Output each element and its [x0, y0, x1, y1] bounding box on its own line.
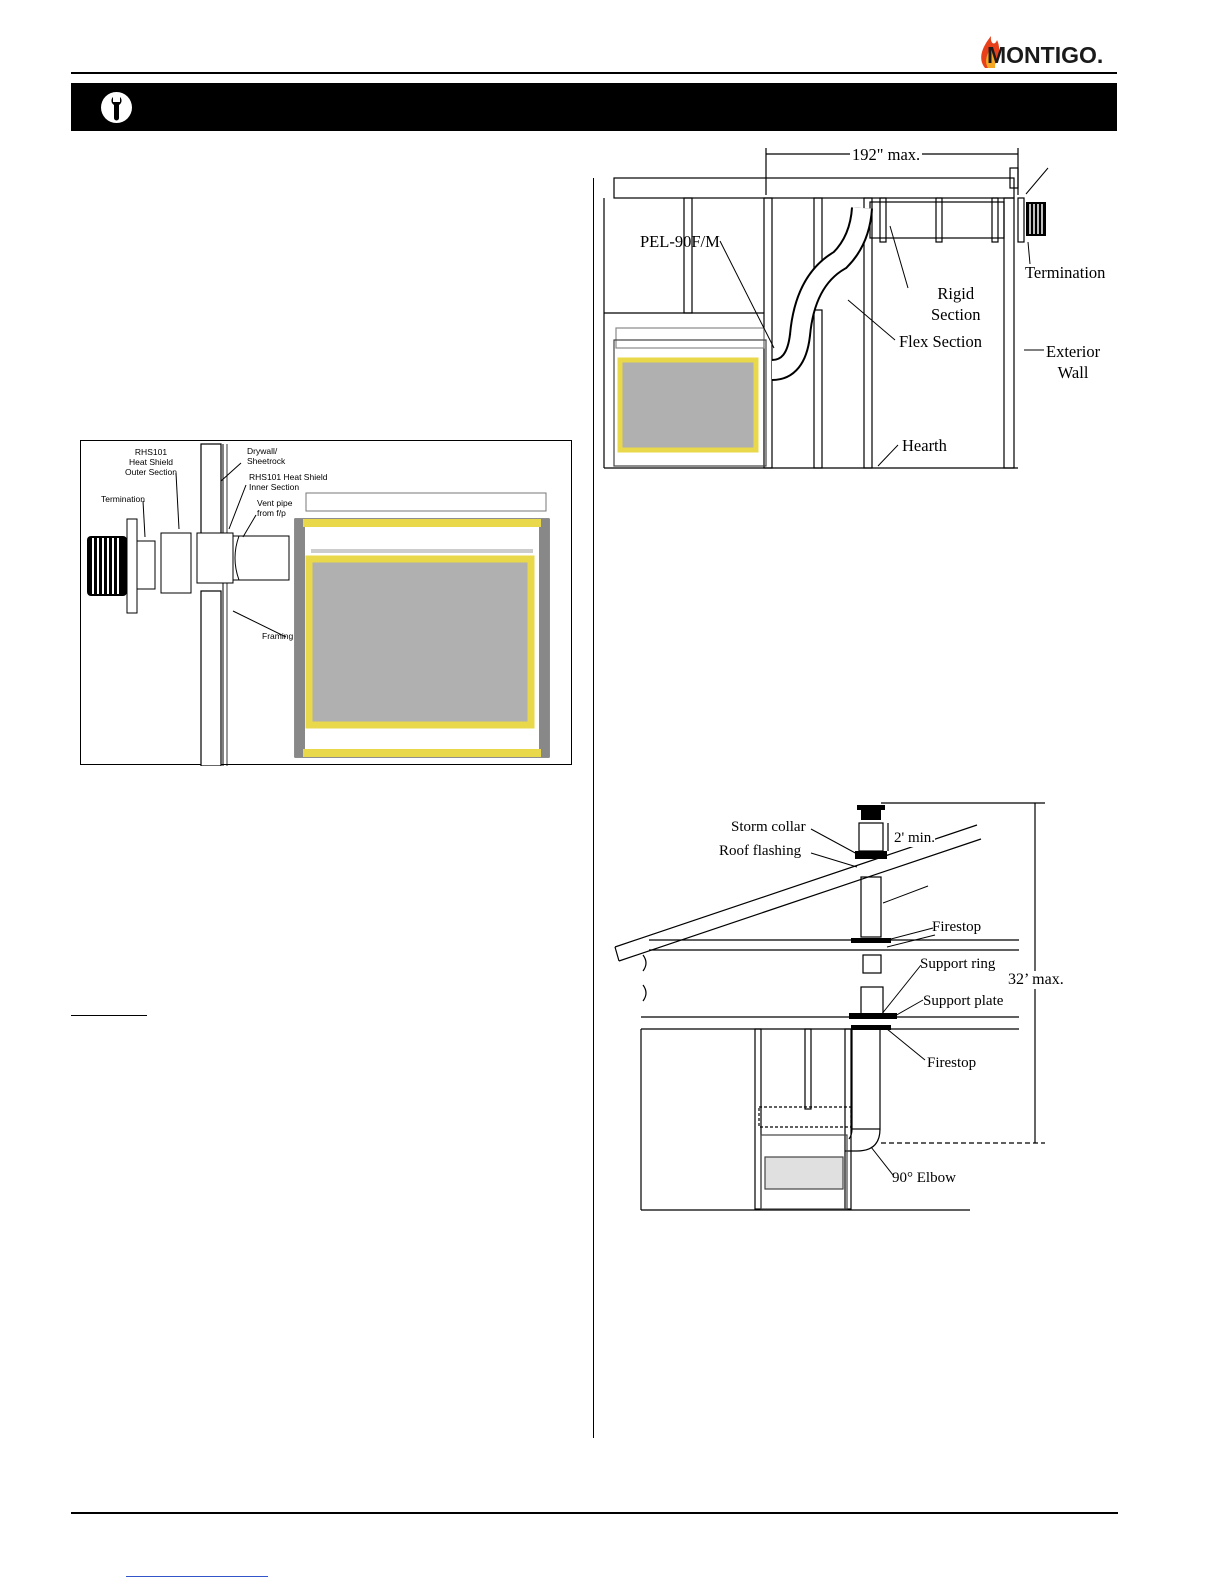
support-ring-label: Support ring: [920, 956, 996, 972]
underline-rule: [71, 1015, 147, 1016]
vertical-venting-figure: Storm collar Roof flashing 2' min. Fires…: [605, 795, 1085, 1225]
min-height-label: 2' min.: [894, 830, 936, 847]
support-plate-label: Support plate: [923, 993, 1004, 1009]
firestop-upper-label: Firestop: [932, 919, 982, 935]
storm-collar-label: Storm collar: [731, 819, 806, 835]
termination-label: Termination: [1025, 263, 1106, 282]
framing-label: Framing: [262, 631, 294, 641]
rhs-inner-label: RHS101 Heat Shield Inner Section: [249, 472, 328, 492]
pel-label: PEL-90F/M: [640, 232, 720, 251]
heat-shield-figure: RHS101 Heat Shield Outer Section Termina…: [80, 440, 572, 766]
max-height-label: 32’ max.: [1008, 971, 1064, 989]
max-run-label: 192" max.: [850, 145, 923, 165]
flame-icon: [981, 36, 1000, 68]
rigid-section-label: Rigid Section: [931, 284, 981, 324]
exterior-wall-label: Exterior Wall: [1046, 342, 1101, 382]
footer-rule: [71, 1512, 1118, 1514]
drywall-label: Drywall/ Sheetrock: [247, 446, 286, 466]
vent-pipe-label: Vent pipe from f/p: [257, 498, 293, 518]
elbow-label: 90° Elbow: [892, 1170, 956, 1186]
rhs-outer-label: RHS101 Heat Shield Outer Section: [125, 447, 177, 477]
column-divider: [593, 178, 594, 1438]
horizontal-venting-diagram: [603, 148, 1049, 469]
vertical-venting-diagram: [614, 802, 1045, 1211]
termination-label: Termination: [101, 494, 145, 504]
header-rule: [71, 72, 1117, 74]
montigo-logo: MONTIGO.: [975, 28, 1115, 72]
heat-shield-diagram: [87, 443, 550, 766]
hearth-label: Hearth: [902, 436, 947, 455]
section-banner: [71, 83, 1117, 131]
logo-wordmark: MONTIGO.: [987, 42, 1104, 68]
footer-link-underline[interactable]: [126, 1576, 268, 1577]
horizontal-venting-figure: 192" max. PEL-90F/M Termination Rigid Se…: [600, 140, 1120, 480]
firestop-lower-label: Firestop: [927, 1055, 977, 1071]
flex-section-label: Flex Section: [899, 332, 982, 351]
roof-flashing-label: Roof flashing: [719, 843, 802, 859]
wrench-info-icon: [101, 92, 132, 123]
